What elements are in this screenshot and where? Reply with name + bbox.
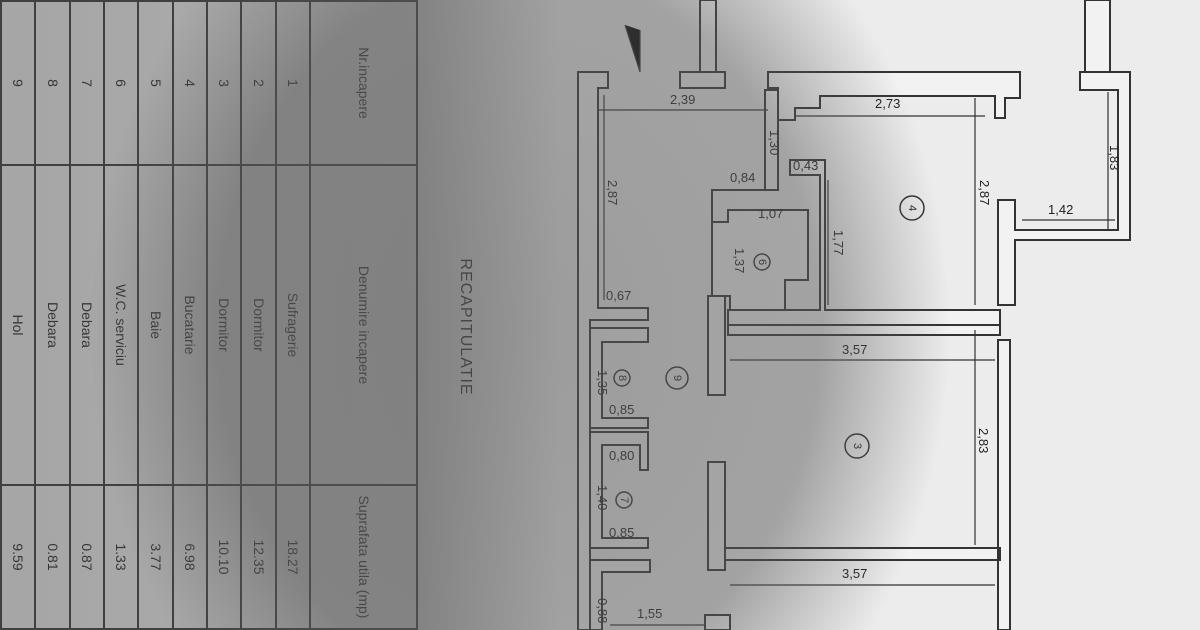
dimension-label: 0,43 (793, 158, 818, 173)
room-marker: 7 (615, 491, 633, 509)
dimension-label: 0,85 (609, 525, 634, 540)
dimension-lines (598, 92, 1115, 626)
dimension-label: 0,85 (609, 402, 634, 417)
room-marker: 9 (665, 366, 689, 390)
dimension-label: 2,73 (875, 96, 900, 111)
dimension-label: 1,35 (595, 370, 610, 395)
room-number: 9 (671, 375, 683, 381)
room-number: 3 (851, 443, 863, 449)
dimension-label: 1,37 (732, 248, 747, 273)
room-number: 4 (906, 205, 918, 211)
dimension-label: 1,40 (595, 485, 610, 510)
room-number: 8 (616, 375, 628, 381)
dimension-label: 2,87 (977, 180, 992, 205)
dimension-label: 0,67 (606, 288, 631, 303)
room-marker: 3 (844, 433, 870, 459)
dimension-label: 0,80 (609, 448, 634, 463)
walls (577, 0, 1131, 630)
dimension-label: 2,39 (670, 92, 695, 107)
room-number: 7 (618, 497, 630, 503)
dimension-label: 1,42 (1048, 202, 1073, 217)
room-marker: 8 (613, 369, 631, 387)
dimension-label: 1,77 (831, 230, 846, 255)
dimension-label: 0,88 (595, 598, 610, 623)
dimension-label: 3,57 (842, 566, 867, 581)
dimension-label: 2,83 (976, 428, 991, 453)
dimension-label: 1,30 (767, 130, 782, 155)
dimension-label: 0,84 (730, 170, 755, 185)
dimension-label: 2,87 (605, 180, 620, 205)
room-marker: 4 (899, 195, 925, 221)
dimension-label: 1,07 (758, 206, 783, 221)
dimension-label: 1,55 (637, 606, 662, 621)
dimension-label: 1,83 (1107, 145, 1122, 170)
dimension-labels: 2,39 2,73 1,30 0,43 0,84 1,07 1,37 1,77 2,87 2,87… (595, 92, 1122, 623)
room-number: 6 (756, 259, 768, 265)
dimension-label: 3,57 (842, 342, 867, 357)
